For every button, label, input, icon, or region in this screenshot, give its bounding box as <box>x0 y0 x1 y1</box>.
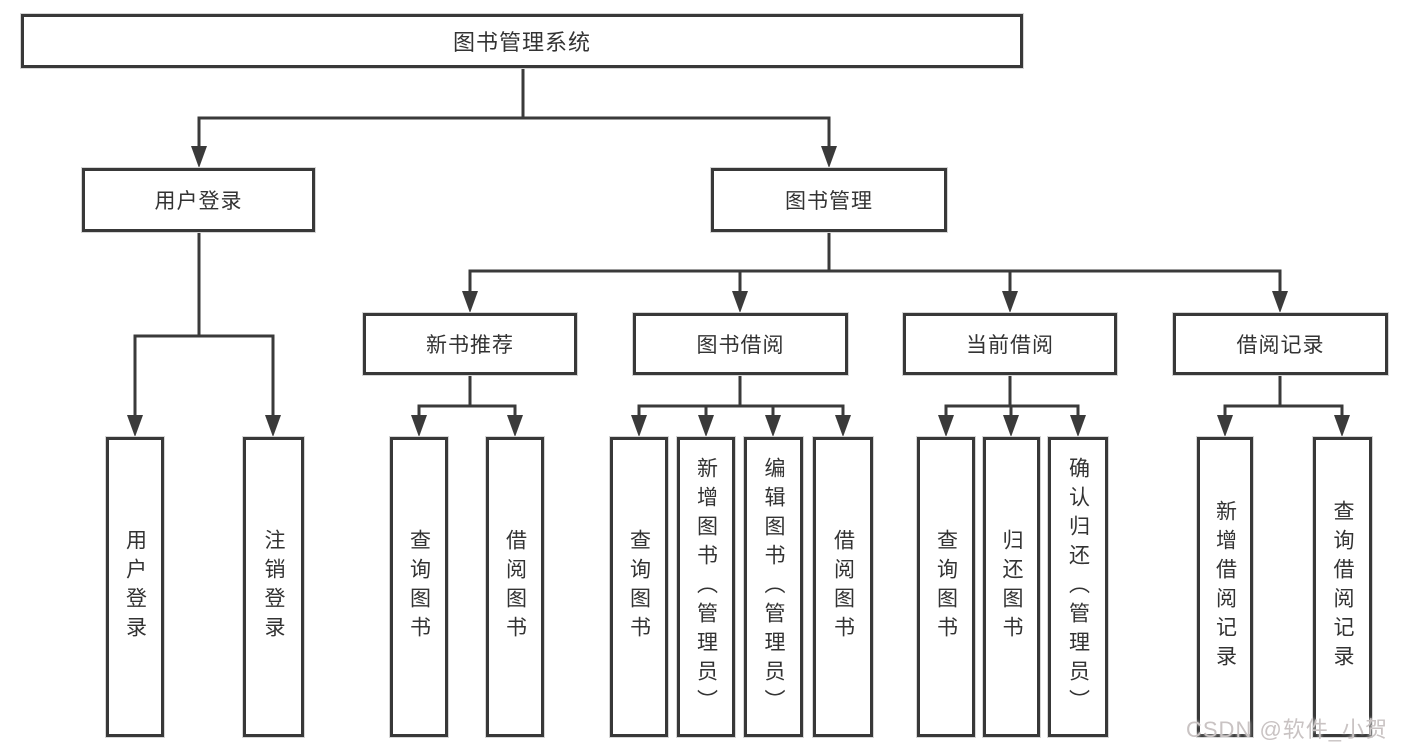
node-borrow-records: 借阅记录 <box>1173 313 1388 375</box>
leaf-label: 确认归还（管理员） <box>1066 456 1090 718</box>
leaf-confirm-return-admin: 确认归还（管理员） <box>1048 437 1108 737</box>
leaf-label: 借阅图书 <box>831 529 855 645</box>
connector-book-borrow-to-leaves <box>637 375 845 420</box>
leaf-label: 用户登录 <box>123 529 147 645</box>
leaf-query-books-current: 查询图书 <box>917 437 975 737</box>
leaf-label: 查询图书 <box>407 529 431 645</box>
leaf-query-books-borrow: 查询图书 <box>610 437 668 737</box>
leaf-label: 新增图书（管理员） <box>694 456 718 718</box>
leaf-add-books-admin: 新增图书（管理员） <box>677 437 735 737</box>
connector-borrow-records-to-leaves <box>1223 375 1344 420</box>
leaf-query-books-recommend: 查询图书 <box>390 437 448 737</box>
node-library-management-system: 图书管理系统 <box>21 14 1023 68</box>
leaf-query-borrow-record: 查询借阅记录 <box>1313 437 1372 737</box>
leaf-label: 查询借阅记录 <box>1331 500 1354 674</box>
node-user-login: 用户登录 <box>82 168 315 232</box>
arrowheads <box>127 146 1350 437</box>
leaf-user-login: 用户登录 <box>106 437 164 737</box>
connector-root-to-level2 <box>197 68 831 150</box>
connector-user-login-to-leaves <box>133 232 275 420</box>
connector-book-management-to-sections <box>468 232 1282 297</box>
leaf-label: 借阅图书 <box>503 529 527 645</box>
leaf-borrow-books: 借阅图书 <box>813 437 873 737</box>
node-book-management: 图书管理 <box>711 168 947 232</box>
node-book-borrow: 图书借阅 <box>633 313 848 375</box>
watermark-text: CSDN @软件_小贺同学 <box>1186 717 1389 742</box>
leaf-return-books: 归还图书 <box>983 437 1040 737</box>
leaf-label: 编辑图书（管理员） <box>762 456 785 718</box>
leaf-label: 注销登录 <box>262 529 285 645</box>
leaf-add-borrow-record: 新增借阅记录 <box>1197 437 1253 737</box>
connector-current-borrow-to-leaves <box>944 375 1080 420</box>
connector-new-book-recommend-to-leaves <box>417 375 517 420</box>
leaf-edit-books-admin: 编辑图书（管理员） <box>744 437 803 737</box>
leaf-label: 新增借阅记录 <box>1213 500 1237 674</box>
leaf-logout-login: 注销登录 <box>243 437 304 737</box>
leaf-label: 查询图书 <box>627 529 651 645</box>
leaf-label: 归还图书 <box>1000 529 1023 645</box>
node-current-borrow: 当前借阅 <box>903 313 1117 375</box>
leaf-label: 查询图书 <box>934 529 958 645</box>
leaf-borrow-books-recommend: 借阅图书 <box>486 437 544 737</box>
node-new-book-recommend: 新书推荐 <box>363 313 577 375</box>
